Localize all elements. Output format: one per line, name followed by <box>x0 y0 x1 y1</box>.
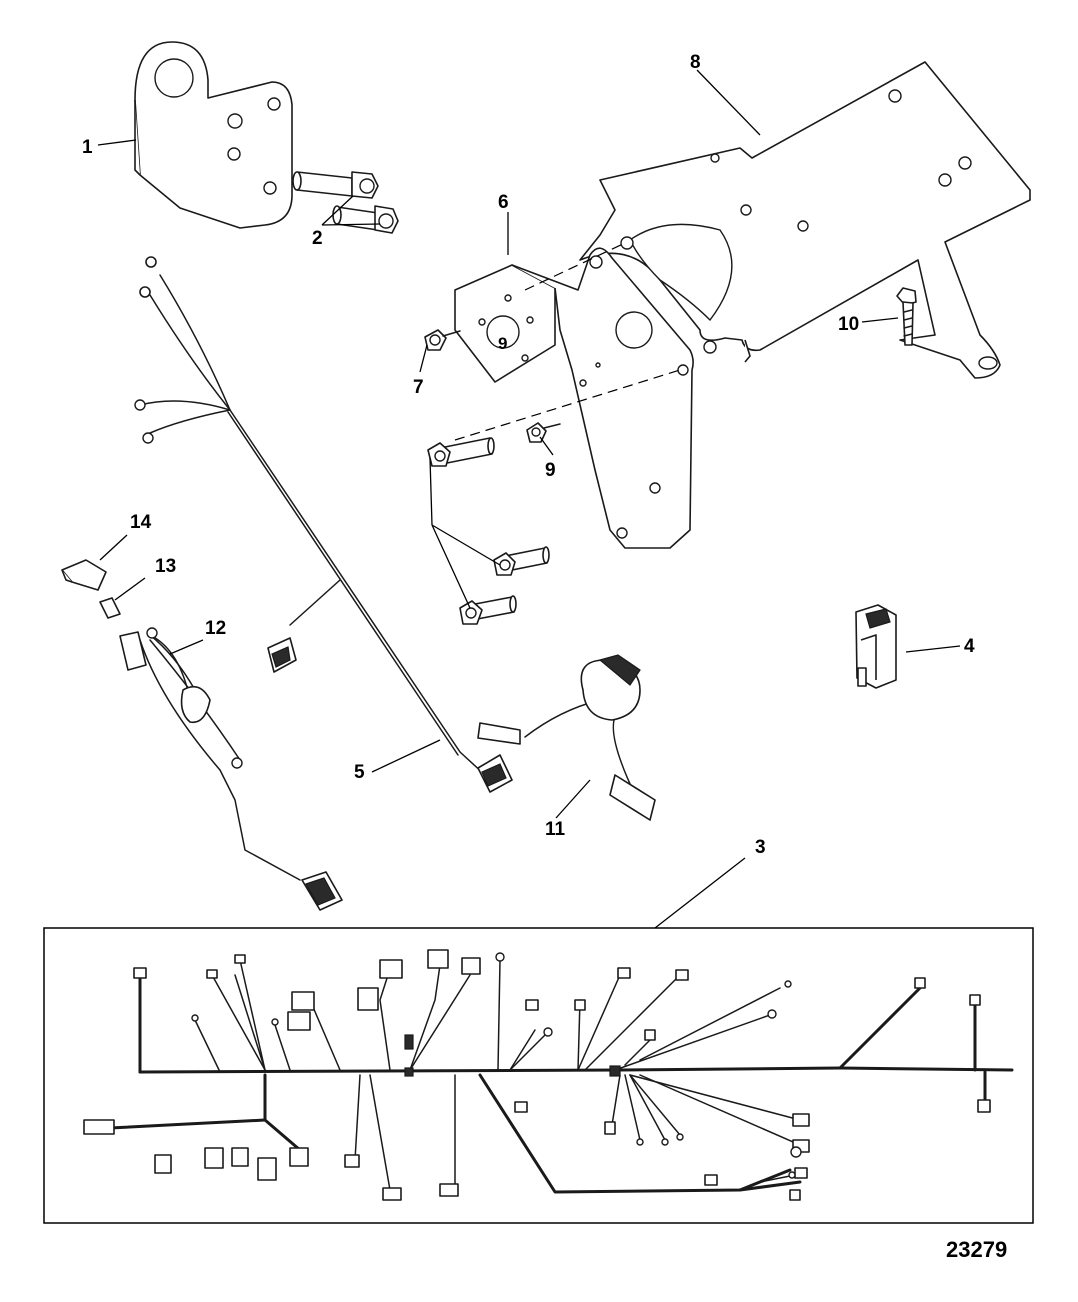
part-12-harness <box>119 627 343 911</box>
callout-9-upper: 9 <box>498 334 507 353</box>
callout-7: 7 <box>413 377 424 398</box>
callout-1: 1 <box>82 137 93 158</box>
part-9-screw <box>526 422 561 443</box>
part-1-bracket <box>134 41 293 229</box>
part-11-sensor <box>477 654 656 821</box>
part-4-connector <box>855 604 897 689</box>
alignment-line-upper <box>524 242 626 291</box>
part-6-plate <box>454 247 694 549</box>
part-3-harness-box <box>43 927 1034 1224</box>
callout-13: 13 <box>155 556 176 577</box>
callout-11: 11 <box>545 819 566 840</box>
leader-lines <box>97 69 961 929</box>
part-5-harness <box>134 256 513 793</box>
part-8-plate <box>579 61 1031 379</box>
callout-9-lower: 9 <box>545 460 556 481</box>
callout-12: 12 <box>205 618 226 639</box>
callout-8: 8 <box>690 52 701 73</box>
long-bolts <box>427 437 550 625</box>
callout-3: 3 <box>755 837 766 858</box>
callout-4: 4 <box>964 636 975 657</box>
callout-labels: 1 2 3 4 5 6 7 8 9 9 10 11 12 13 14 <box>82 52 975 858</box>
alignment-line-lower <box>454 369 681 441</box>
callout-5: 5 <box>354 762 365 783</box>
part-7-screw <box>424 329 461 351</box>
callout-10: 10 <box>838 314 859 335</box>
callout-14: 14 <box>130 512 152 533</box>
callout-2: 2 <box>312 228 323 249</box>
callout-6: 6 <box>498 192 509 213</box>
part-14-relay <box>61 559 107 591</box>
figure-id: 23279 <box>946 1237 1007 1262</box>
part-10-bolt <box>896 287 917 346</box>
part-13-fuse <box>99 597 121 619</box>
